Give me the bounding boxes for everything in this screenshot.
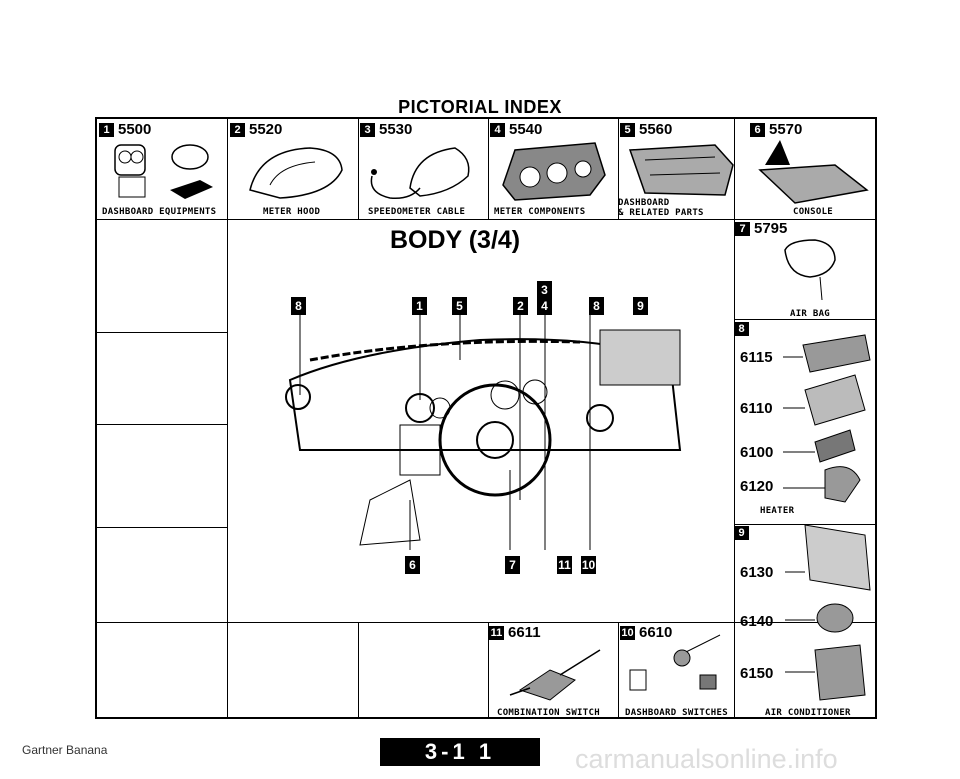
divider [358,622,359,717]
section-badge: 8 [734,322,749,336]
callout-badge: 5 [452,297,467,315]
airbag-header: 7 5795 [735,220,787,237]
section-code: 5520 [249,121,283,138]
section-code: 5500 [118,121,152,138]
divider [97,527,227,528]
section-badge: 1 [99,122,114,137]
console-illustration [758,140,869,204]
section-badge: 3 [360,122,375,137]
index-frame [95,117,877,719]
part-number: 6110 [740,400,773,417]
page-number: 3-1 1 [380,738,540,766]
part-number: 6120 [740,478,774,495]
divider [97,219,877,220]
divider [618,119,619,219]
dashboard-switches-illustration [629,634,721,691]
divider [618,622,619,717]
divider [488,119,489,219]
section-badge: 7 [735,221,750,236]
section-badge: 2 [230,122,245,137]
callout-badge: 10 [581,556,596,574]
cell-caption: DASHBOARD SWITCHES [625,708,728,718]
section-badge: 9 [734,526,749,540]
aircon-parts-illustration [785,524,871,701]
meter-hood-illustration [249,147,343,199]
divider [734,319,877,320]
dashboard-assembly-illustration [285,310,682,550]
cell-caption: DASHBOARD EQUIPMENTS [102,207,217,217]
cell-caption: DASHBOARD [618,198,670,208]
divider [97,424,227,425]
watermark: carmanualsonline.info [575,744,838,774]
cell-5560-header: 5 5560 [620,121,672,138]
dashboard-illustration [628,144,734,196]
cell-5500-header: 1 5500 [99,121,151,138]
section-title: BODY (3/4) [390,226,521,254]
section-badge: 10 [620,625,635,640]
cell-6610-header: 10 6610 [620,624,672,641]
section-code: 5560 [639,121,673,138]
airbag-illustration [784,239,836,301]
meter-components-illustration [502,142,606,201]
callout-badge: 6 [405,556,420,574]
cell-caption: AIR BAG [790,309,831,319]
callout-badge: 9 [633,297,648,315]
divider [734,524,877,525]
divider [488,622,489,717]
section-code: 6611 [508,624,541,641]
divider [97,332,227,333]
part-number: 6130 [740,564,774,581]
cell-caption: & RELATED PARTS [618,208,704,218]
divider [227,119,228,717]
cell-caption: SPEEDOMETER CABLE [368,207,466,217]
part-number: 6100 [740,444,774,461]
cell-caption: HEATER [760,506,795,516]
divider [97,622,877,623]
callout-badge: 8 [589,297,604,315]
cell-6611-header: 11 6611 [489,624,541,641]
cell-5520-header: 2 5520 [230,121,282,138]
callout-badge: 7 [505,556,520,574]
section-badge: 11 [489,625,504,640]
speedometer-cable-illustration [370,147,470,200]
section-code: 5530 [379,121,413,138]
footer-credit: Gartner Banana [22,743,108,757]
divider [358,119,359,219]
cell-caption: METER COMPONENTS [494,207,586,217]
part-number: 6140 [740,613,774,630]
part-number: 6150 [740,665,774,682]
section-code: 6610 [639,624,673,641]
page-title: PICTORIAL INDEX [398,97,562,117]
callout-badge: 4 [537,297,552,315]
dashboard-equipment-illustration [114,144,213,199]
part-number: 6115 [740,349,773,366]
cell-caption: COMBINATION SWITCH [497,708,600,718]
callout-badge: 1 [412,297,427,315]
cell-caption: METER HOOD [263,207,321,217]
section-badge: 6 [750,122,765,137]
heater-parts-illustration [783,334,871,503]
section-code: 5795 [754,220,788,237]
callout-badge: 11 [557,556,572,574]
cell-caption: AIR CONDITIONER [765,708,851,718]
section-code: 5570 [769,121,803,138]
section-code: 5540 [509,121,543,138]
cell-5540-header: 4 5540 [490,121,542,138]
callout-badge: 3 [537,281,552,299]
cell-5530-header: 3 5530 [360,121,412,138]
cell-5570-header: 6 5570 [750,121,802,138]
divider [734,119,735,717]
cell-caption: CONSOLE [793,207,834,217]
section-badge: 5 [620,122,635,137]
callout-badge: 2 [513,297,528,315]
section-badge: 4 [490,122,505,137]
combination-switch-illustration [509,649,601,701]
callout-badge: 8 [291,297,306,315]
